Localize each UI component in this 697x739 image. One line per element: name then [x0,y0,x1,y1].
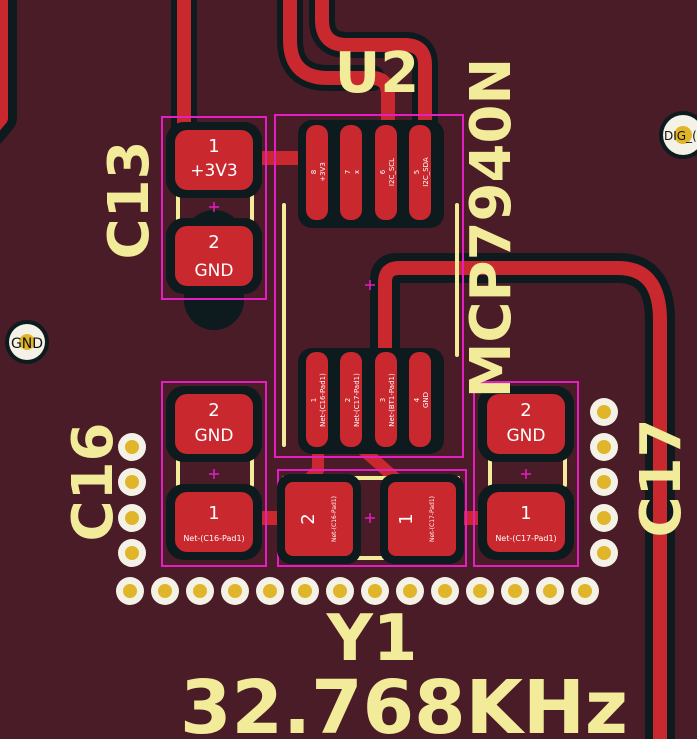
c17-pad2-number: 2 [520,400,531,421]
u2-pin7-number: 7 [344,170,352,174]
c13-pad1-number: 1 [208,136,219,157]
u2-pin-1 [306,352,328,447]
c16-pad2-number: 2 [208,400,219,421]
via-column-left [118,433,146,567]
u2-pin-6 [375,125,397,220]
dig-via-label: DIG_( [664,129,697,143]
courtyards [161,114,579,567]
c16-pad-2 [175,394,253,454]
u2-pin3-number: 3 [379,398,387,402]
u2-pin1-net: Net-(C16-Pad1) [319,373,327,427]
c13-pad2-number: 2 [208,232,219,253]
u2-value: MCP7940N [459,58,524,399]
y1-value: 32.768KHz [180,665,628,739]
pad-labels: 1 +3V3 2 GND 2 GND 1 Net-(C16-Pad1) 2 GN… [183,136,556,543]
c17-pad2-net: GND [507,426,546,446]
c13-pad-2 [175,226,253,286]
u2-pin5-number: 5 [413,170,421,174]
c16-pad1-net: Net-(C16-Pad1) [183,534,244,543]
u2-pin5-net: I2C_SDA [422,157,430,187]
u2-pin1-number: 1 [310,398,318,402]
u2-pin-2 [340,352,362,447]
u2-pin-4 [409,352,431,447]
u2-pin8-net: +3V3 [319,162,327,182]
u2-pin2-number: 2 [344,398,352,402]
u2-pin3-net: Net-(BT1-Pad1) [388,373,396,427]
u2-pin4-number: 4 [413,397,421,402]
u2-pin8-number: 8 [310,170,318,174]
c13-reference: C13 [97,140,162,259]
u2-pin-3 [375,352,397,447]
trace-i2c-scl [283,0,395,137]
c13-pad2-net: GND [195,261,234,281]
u2-pin-8 [306,125,328,220]
y1-pad1-number: 1 [396,513,417,524]
c17-pad-1 [487,492,565,552]
courtyard-c17 [473,381,579,567]
c17-pad1-number: 1 [520,503,531,524]
silkscreen-text: U2 MCP7940N C13 C16 C17 Y1 32.768KHz [61,41,694,739]
u2-pin2-net: Net-(C17-Pad1) [353,373,361,427]
c13-pad-1 [175,130,253,190]
c16-pad2-net: GND [195,426,234,446]
y1-pad2-net: Net-(C16-Pad1) [331,496,338,542]
courtyard-c16 [161,381,267,567]
y1-pad-1 [388,482,456,556]
c17-pad1-net: Net-(C17-Pad1) [495,534,556,543]
via-row-bottom [116,577,599,605]
gnd-via: GND [5,320,49,364]
y1-pad-labels: 2 Net-(C16-Pad1) 1 Net-(C17-Pad1) [298,496,436,542]
u2-pin-5 [409,125,431,220]
c16-pad1-number: 1 [208,503,219,524]
trace-i2c-sda [315,0,432,137]
via-column-right [590,398,618,567]
u2-pin4-net: GND [422,392,430,408]
u2-pin7-net: x [353,170,361,174]
y1-pad2-number: 2 [298,513,319,524]
y1-pad1-net: Net-(C17-Pad1) [429,496,436,542]
c16-pad-1 [175,492,253,552]
u2-pin6-number: 6 [379,169,387,174]
c13-pads [166,122,262,294]
y1-reference: Y1 [326,602,418,676]
dig-via: DIG_( [659,111,697,159]
trace-bt1 [378,261,667,739]
u2-reference: U2 [335,41,419,106]
u2-pin-labels: 8 +3V3 7 x 6 I2C_SCL 5 I2C_SDA 1 Net-(C1… [310,157,430,427]
u2-pin-7 [340,125,362,220]
c17-reference: C17 [629,418,694,537]
u2-pin6-net: I2C_SCL [388,158,396,186]
c13-pad1-net: +3V3 [190,161,238,181]
u2-pads [298,120,444,454]
c16-reference: C16 [61,422,126,541]
courtyard-u2 [274,114,464,458]
y1-pad-2 [285,482,353,556]
courtyard-c13 [161,116,267,300]
gnd-via-label: GND [11,336,43,352]
c16-c17-y1-pads [166,386,574,564]
c17-pad-2 [487,394,565,454]
